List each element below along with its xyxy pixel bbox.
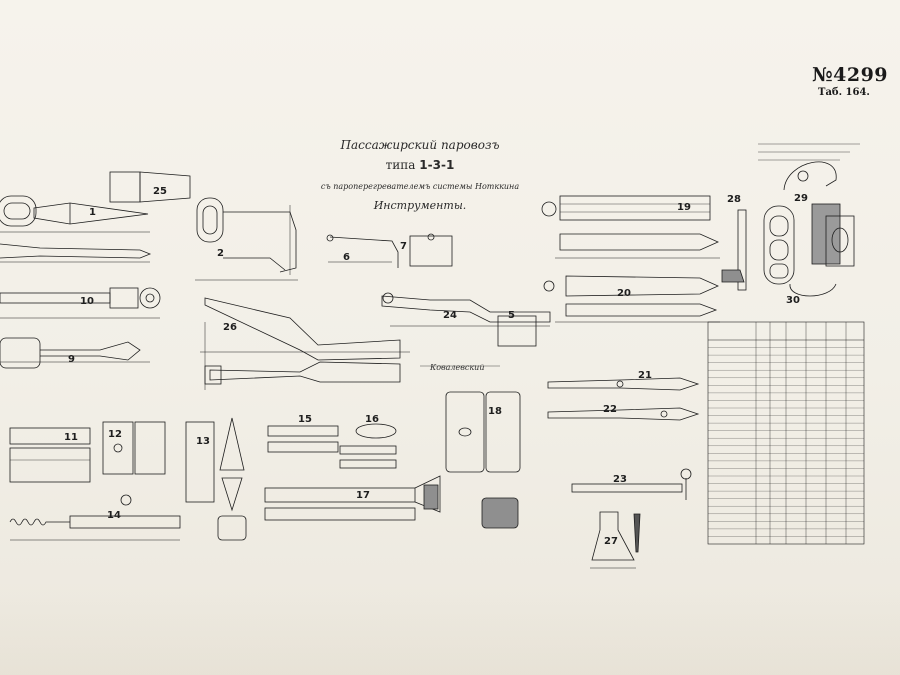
tool-16-drawing xyxy=(264,475,441,521)
tool-number-14: 15 xyxy=(298,414,312,425)
tool-number-17: 18 xyxy=(488,406,502,417)
tool-1-drawing xyxy=(0,195,152,263)
title-line-4: Инструменты. xyxy=(373,199,467,212)
parts-table-rows xyxy=(708,347,864,537)
tool-number-12: 13 xyxy=(196,436,210,447)
signature: Ковалевский xyxy=(429,363,484,372)
tool-number-28: 29 xyxy=(794,193,808,204)
tool-8-drawing xyxy=(0,337,150,369)
tool-number-21: 22 xyxy=(603,404,617,415)
tool-22-drawing xyxy=(571,468,692,500)
tool-20-drawing xyxy=(547,377,700,391)
tool-number-26: 27 xyxy=(604,536,618,547)
tool-number-22: 23 xyxy=(613,474,627,485)
title-line-1: Пассажирский паровозъ xyxy=(340,138,500,152)
tool-26-drawing xyxy=(590,511,641,569)
tool-number-16: 17 xyxy=(356,490,370,501)
title-line-3: съ пароперегревателемъ системы Нотккина xyxy=(320,182,520,191)
tool-19-drawing xyxy=(543,275,720,323)
table-number: Таб. 164. xyxy=(818,87,870,98)
tool-28-drawing xyxy=(763,161,841,297)
tool-24-drawing xyxy=(381,292,551,347)
parts-table xyxy=(707,321,865,545)
tool-10-drawing xyxy=(9,427,91,483)
tool-number-9: 10 xyxy=(80,296,94,307)
tool-number-10: 11 xyxy=(64,432,78,443)
tool-number-13: 14 xyxy=(107,510,121,521)
tool-number-18: 19 xyxy=(677,202,691,213)
tool-18-drawing xyxy=(541,195,720,259)
tool-23-drawing xyxy=(109,171,191,203)
title-block: Пассажирский паровозъ типа 1-3-1 съ паро… xyxy=(300,138,540,212)
paper-bottom-shade xyxy=(0,588,900,675)
title-type-prefix: типа xyxy=(385,158,416,172)
tool-27-drawing xyxy=(721,209,747,291)
tool-30-drawing xyxy=(825,215,855,267)
tool-number-19: 20 xyxy=(617,288,631,299)
tool-21-drawing xyxy=(547,407,700,421)
title-type: 1-3-1 xyxy=(419,158,455,172)
tool-12-drawing xyxy=(185,417,247,541)
tool-number-15: 16 xyxy=(365,414,379,425)
tool-number-29: 30 xyxy=(786,295,800,306)
tool-number-7: 7 xyxy=(400,241,407,252)
tool-number-20: 21 xyxy=(638,370,652,381)
tool-2-drawing xyxy=(195,197,298,281)
tool-number-24: 24 xyxy=(443,310,457,321)
title-line-2: типа 1-3-1 xyxy=(300,158,540,172)
tool-number-8: 9 xyxy=(68,354,75,365)
tool-11-drawing xyxy=(102,421,166,475)
tool-number-23: 25 xyxy=(153,186,167,197)
tool-number-2: 2 xyxy=(217,248,224,259)
tool-25-drawing xyxy=(200,297,410,390)
sheet-number: №4299 xyxy=(812,64,889,86)
tool-number-11: 12 xyxy=(108,429,122,440)
tool-15-drawing xyxy=(339,423,397,469)
tool-number-1: 1 xyxy=(89,207,96,218)
tool-13-drawing xyxy=(9,494,181,541)
tool-14-drawing xyxy=(267,425,339,453)
tool-number-6: 6 xyxy=(343,252,350,263)
tool-number-27: 28 xyxy=(727,194,741,205)
tool-number-5: 5 xyxy=(508,310,515,321)
corner-note xyxy=(758,143,860,161)
tool-6-drawing xyxy=(326,233,453,268)
tool-17-drawing xyxy=(445,391,521,529)
tool-9-drawing xyxy=(0,287,161,319)
tool-number-25: 26 xyxy=(223,322,237,333)
